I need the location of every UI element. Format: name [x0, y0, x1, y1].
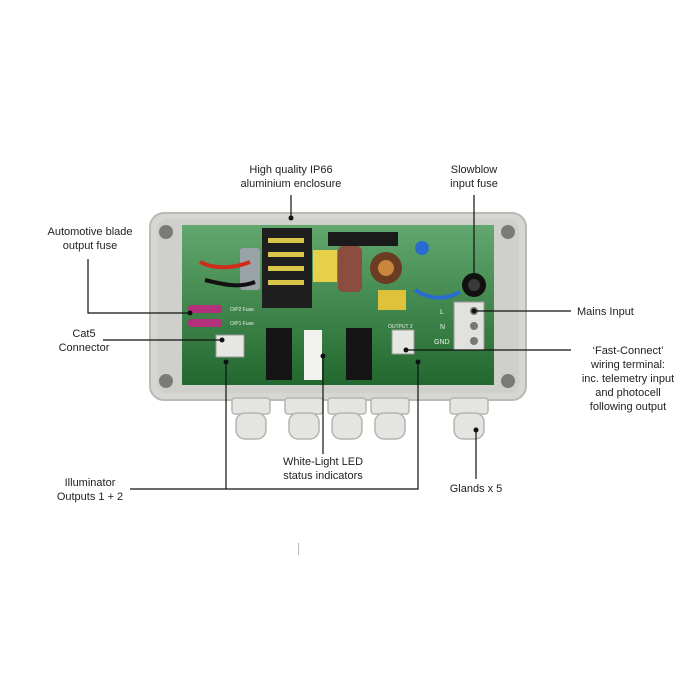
- callout-cat5: Cat5 Connector: [58, 328, 110, 354]
- callout-blade-fuse: Automotive blade output fuse: [47, 226, 133, 252]
- screw-hole-tl: [159, 225, 173, 239]
- fuse-label-op1: O/P1 Fuse: [230, 321, 254, 327]
- capacitor: [240, 248, 260, 290]
- black-wire: [204, 278, 256, 288]
- fast-connect-terminal: [391, 329, 415, 355]
- x-capacitor: [378, 290, 406, 310]
- leader-outputs: [130, 362, 419, 490]
- terminal-n-marking: N: [440, 324, 445, 331]
- screw-hole-bl: [159, 374, 173, 388]
- filter-block: [313, 250, 337, 282]
- leader-blade-fuse: [87, 259, 190, 314]
- terminal-l-marking: L: [440, 309, 444, 316]
- red-wire: [199, 260, 251, 270]
- callout-slowblow-fuse: Slowblow input fuse: [450, 164, 498, 190]
- blade-fuse-op2: [188, 305, 222, 313]
- output2-terminal-block: [346, 328, 372, 380]
- blue-capacitor: [415, 241, 429, 255]
- fuse-label-op2: O/P2 Fuse: [230, 307, 254, 313]
- terminal-gnd-marking: GND: [434, 339, 450, 346]
- callout-outputs: Illuminator Outputs 1 + 2: [56, 477, 124, 503]
- resistor-barrel: [338, 246, 362, 292]
- screw-hole-tr: [501, 225, 515, 239]
- callout-fast-connect: ‘Fast-Connect’ wiring terminal: inc. tel…: [581, 345, 675, 413]
- output2-marking: OUTPUT 2: [388, 324, 413, 330]
- blue-wire: [413, 288, 461, 300]
- callout-mains-input: Mains Input: [577, 306, 634, 318]
- led-strip: [304, 330, 322, 380]
- callout-glands: Glands x 5: [449, 483, 503, 495]
- screw-hole-br: [501, 374, 515, 388]
- blade-fuse-op1: [188, 319, 222, 327]
- callout-enclosure: High quality IP66 aluminium enclosure: [240, 164, 342, 190]
- divider-tick: [298, 543, 299, 555]
- output1-terminal-block: [266, 328, 292, 380]
- callout-led-indicators: White-Light LED status indicators: [282, 456, 364, 482]
- cable-glands: [231, 397, 489, 440]
- heatsink-strip: [328, 232, 398, 246]
